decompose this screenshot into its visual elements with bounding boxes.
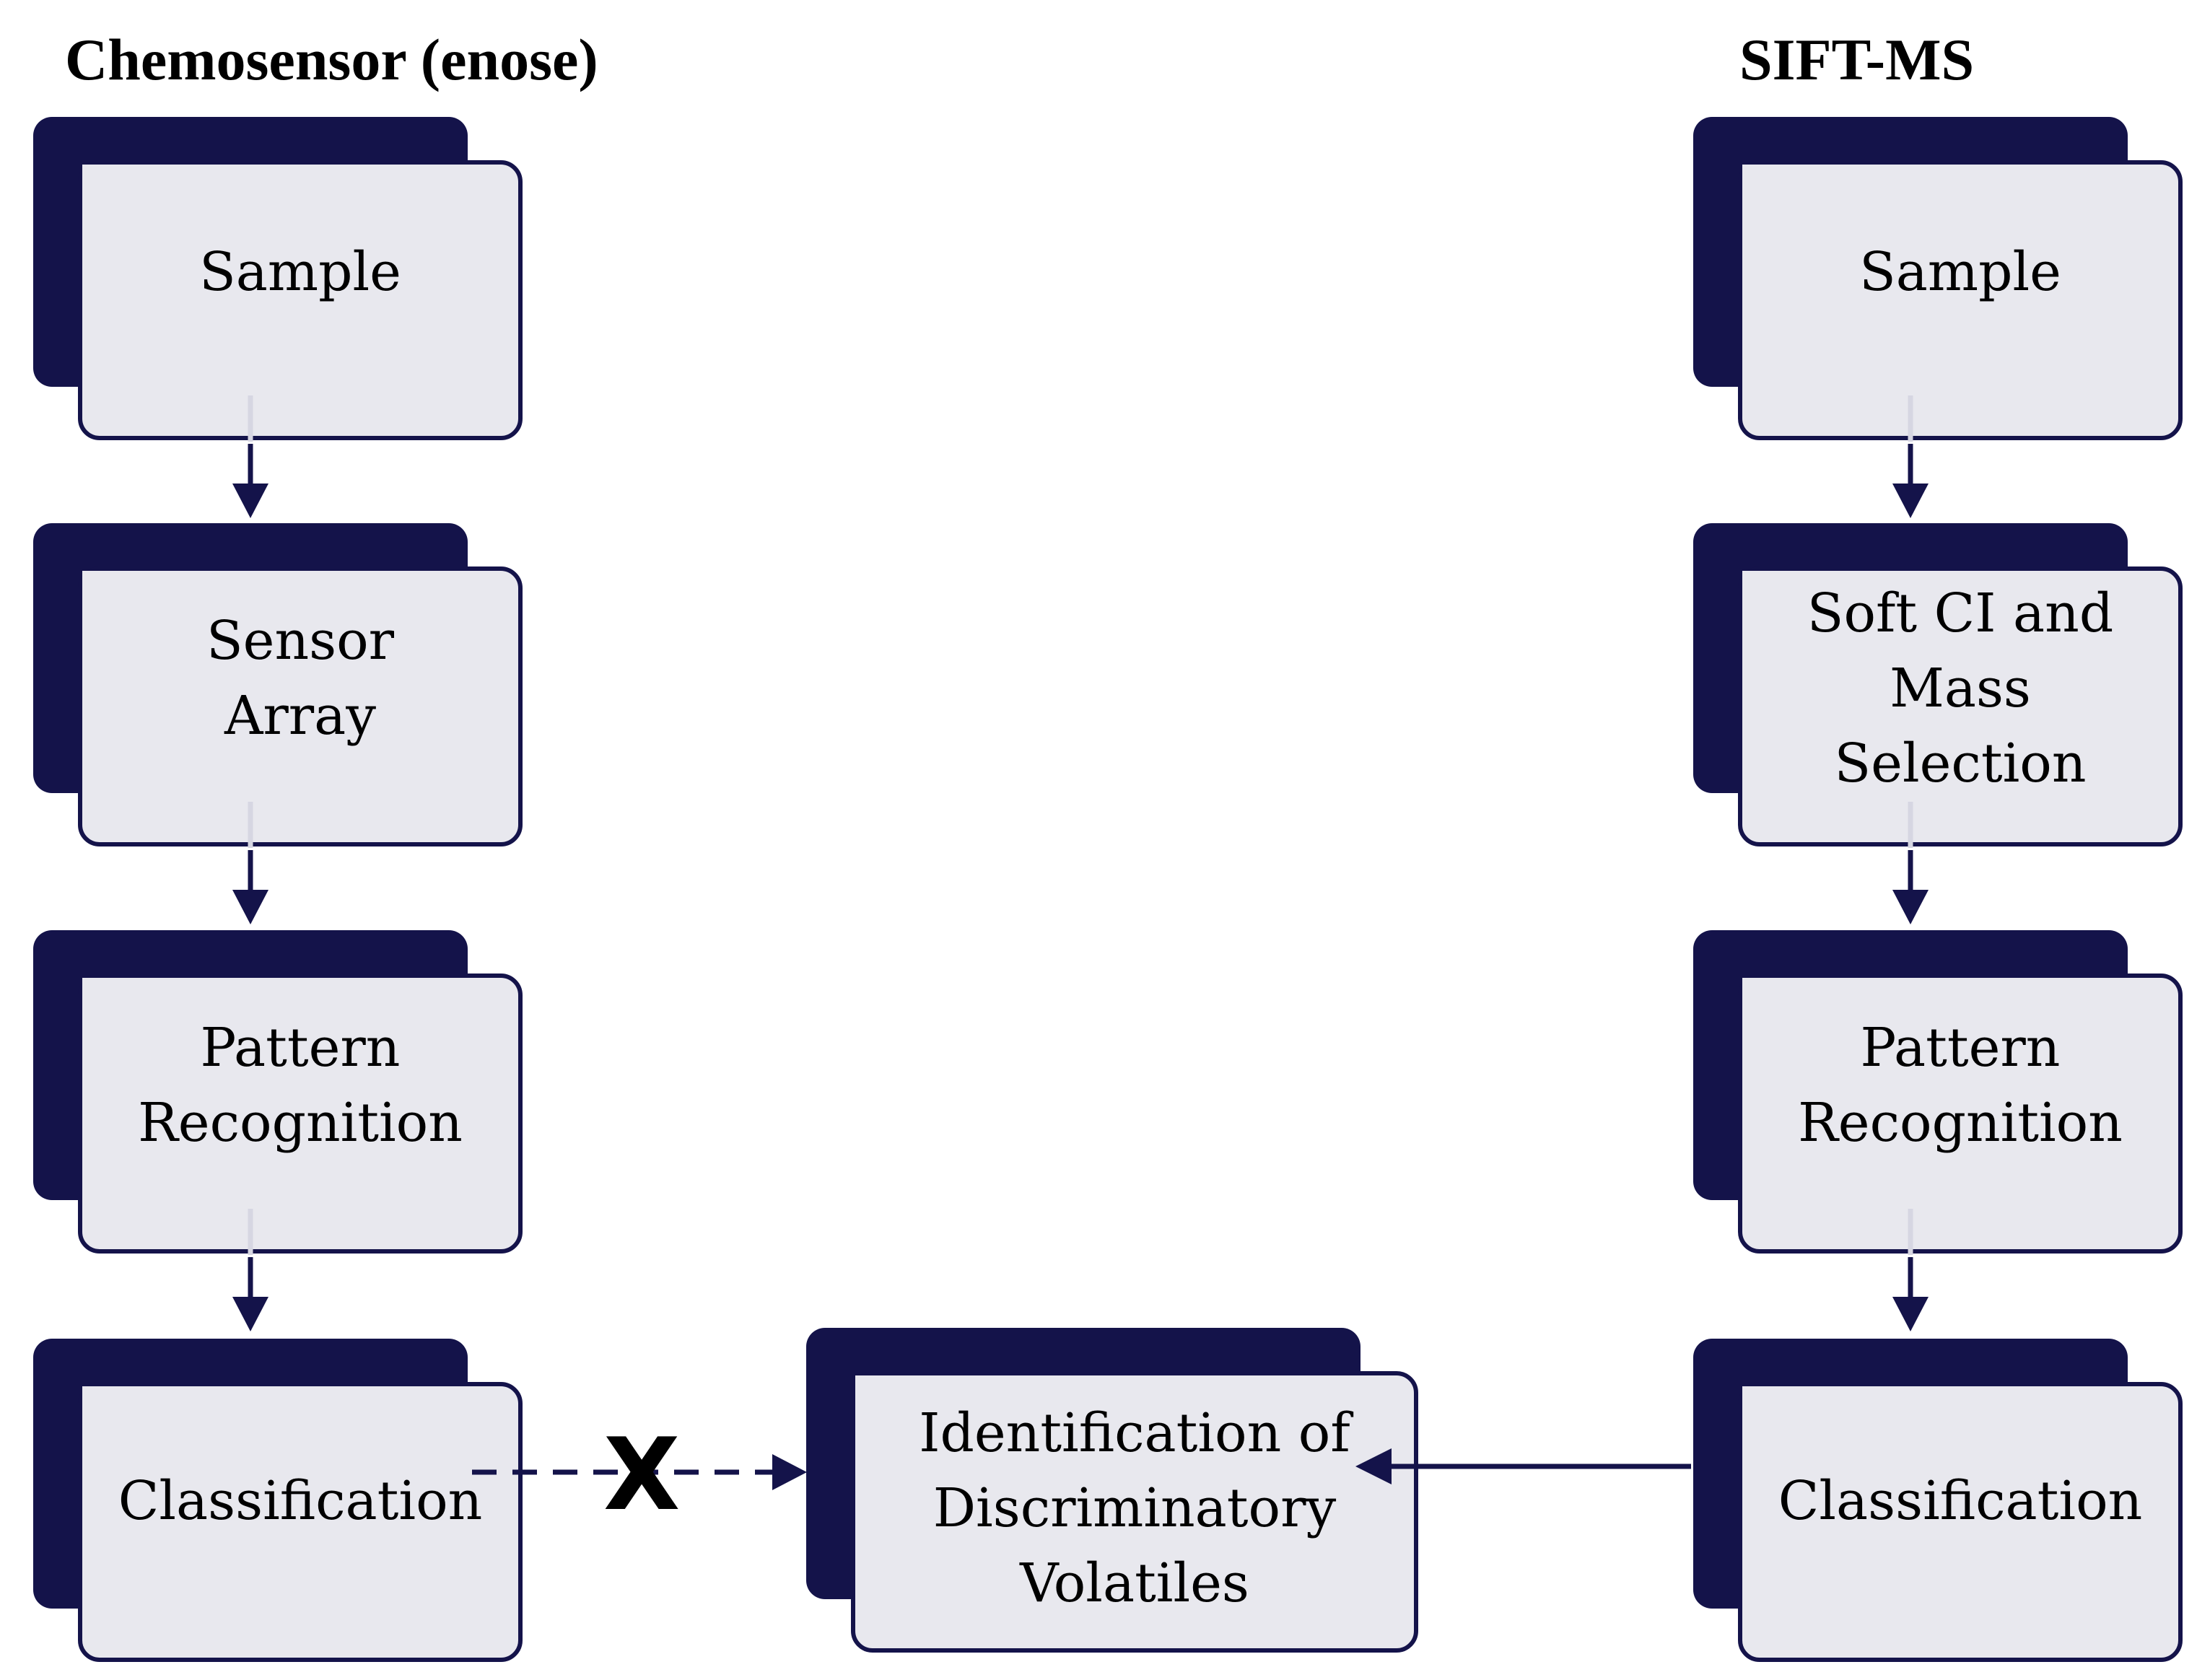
enose-classification-node: Classification: [33, 1339, 523, 1662]
sift-classification-node: Classification: [1693, 1339, 2183, 1662]
sift-pattern-recognition-label: Pattern Recognition: [1798, 1017, 2123, 1154]
enose-classification-label: Classification: [118, 1470, 483, 1532]
enose-pattern-recognition-node: Pattern Recognition: [33, 930, 523, 1254]
enose-sensor-array-node: Sensor Array: [33, 523, 523, 846]
sift-to-volatiles-arrowhead: [1355, 1448, 1392, 1484]
enose-sensor-array-label: Sensor Array: [206, 610, 395, 747]
discriminatory-volatiles-label: Identification of Discriminatory Volatil…: [919, 1402, 1350, 1614]
discriminatory-volatiles-node: Identification of Discriminatory Volatil…: [806, 1328, 1418, 1653]
sift-soft-ci-node: Soft CI and Mass Selection: [1693, 523, 2183, 846]
blocked-x-mark: X: [603, 1417, 681, 1533]
sift-arrowhead-3: [1892, 1297, 1929, 1331]
sift-sample-node: Sample: [1693, 117, 2183, 440]
enose-sample-node: Sample: [33, 117, 523, 440]
sift-classification-label: Classification: [1778, 1470, 2143, 1532]
enose-heading: Chemosensor (enose): [65, 27, 598, 92]
sift-arrowhead-2: [1892, 890, 1929, 924]
sift-ms-heading: SIFT-MS: [1739, 27, 1975, 92]
sift-sample-label: Sample: [1859, 241, 2061, 303]
sift-arrowhead-1: [1892, 484, 1929, 518]
dashed-arrowhead: [772, 1454, 807, 1490]
enose-pattern-recognition-label: Pattern Recognition: [138, 1017, 463, 1154]
sift-pattern-recognition-node: Pattern Recognition: [1693, 930, 2183, 1254]
enose-arrowhead-1: [232, 484, 268, 518]
enose-sample-label: Sample: [199, 241, 401, 303]
sift-soft-ci-label: Soft CI and Mass Selection: [1807, 582, 2114, 795]
enose-arrowhead-2: [232, 890, 268, 924]
enose-arrowhead-3: [232, 1297, 268, 1331]
